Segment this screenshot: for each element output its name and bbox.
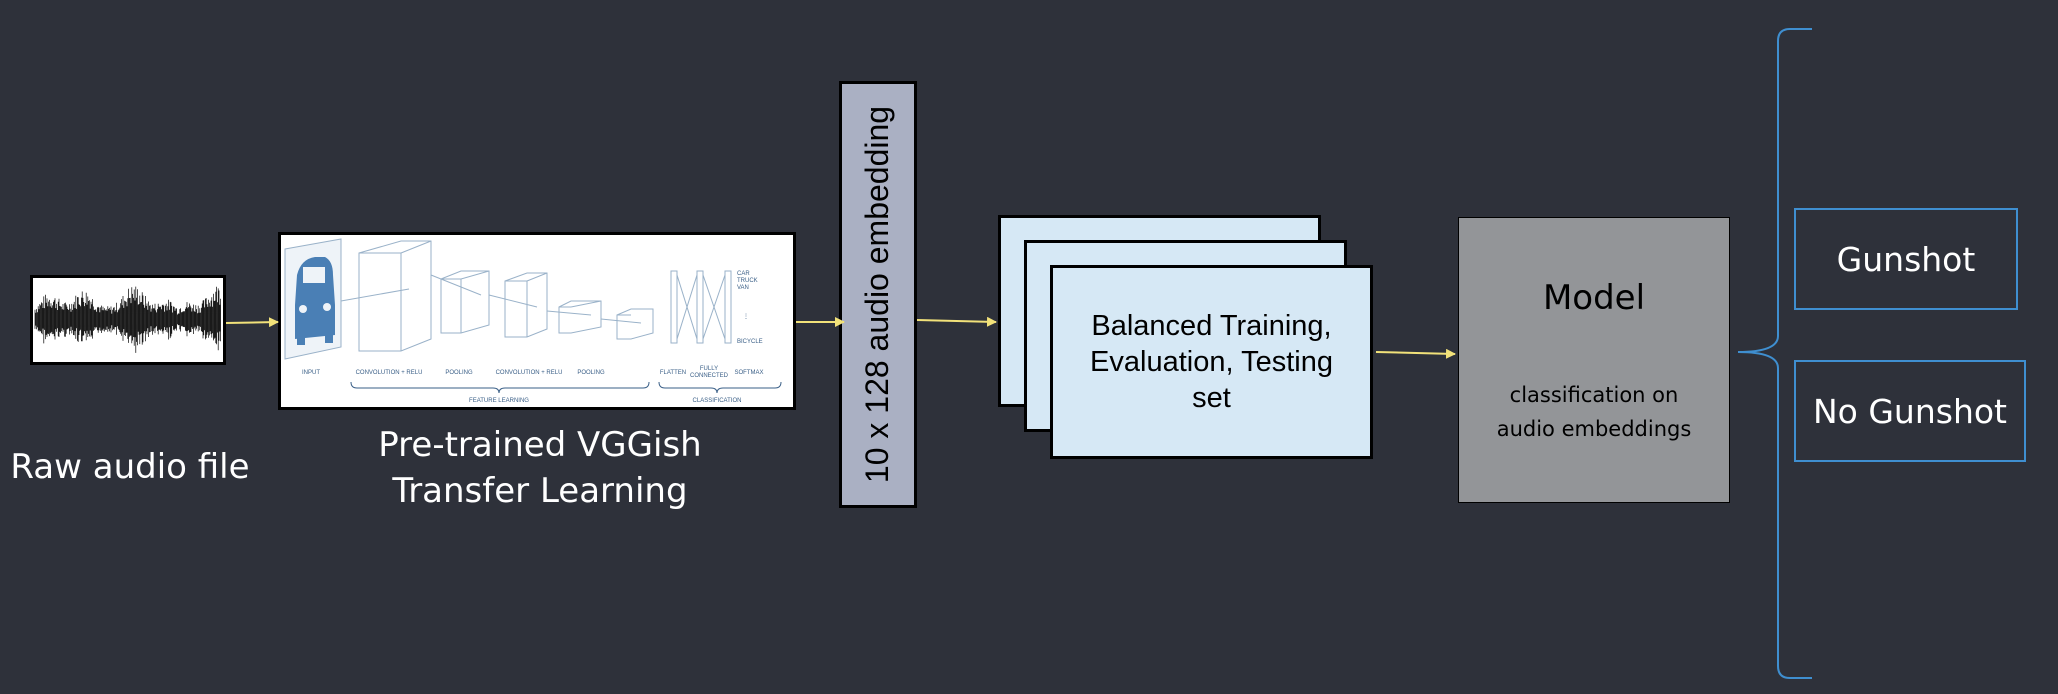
arrow-icon — [225, 316, 1456, 359]
vggish-cnn-diagram: CAR TRUCK VAN ⋮ BICYCLE INPUT CONVOLUTIO… — [278, 232, 796, 410]
output-no-gunshot: No Gunshot — [1794, 360, 2026, 462]
model-subtitle-line1: classification on — [1509, 383, 1679, 407]
curly-brace-icon — [1737, 28, 1812, 679]
model-subtitle-line2: audio embeddings — [1496, 417, 1692, 441]
cnn-softmax-label: SOFTMAX — [734, 370, 763, 376]
model-subtitle: classification on audio embeddings — [1459, 378, 1729, 446]
class-label-ellipsis: ⋮ — [743, 314, 749, 320]
vggish-label: Pre-trained VGGish Transfer Learning — [330, 422, 750, 514]
dataset-label-line3: set — [1192, 382, 1231, 414]
cnn-classification-label: CLASSIFICATION — [693, 398, 742, 404]
waveform-trace — [34, 286, 221, 353]
cnn-fc-label-2: CONNECTED — [690, 373, 729, 379]
arrow-dataset-to-model — [1375, 348, 1456, 359]
class-label-car: CAR — [737, 271, 750, 277]
raw-audio-label: Raw audio file — [10, 447, 250, 487]
vggish-label-line1: Pre-trained VGGish — [378, 425, 702, 465]
cnn-flatten-label: FLATTEN — [660, 370, 686, 376]
arrow-embedding-to-dataset — [916, 316, 997, 327]
cnn-conv2-label: CONVOLUTION + RELU — [496, 370, 563, 376]
cnn-feature-learning-label: FEATURE LEARNING — [469, 398, 529, 404]
cnn-fc-label-1: FULLY — [700, 366, 718, 372]
raw-audio-waveform — [30, 275, 226, 365]
class-label-truck: TRUCK — [737, 278, 758, 284]
cnn-pool1-label: POOLING — [445, 370, 473, 376]
dataset-card-front: Balanced Training, Evaluation, Testing s… — [1050, 265, 1373, 459]
cnn-pool2-label: POOLING — [577, 370, 605, 376]
cnn-input-label: INPUT — [302, 370, 320, 376]
dataset-label: Balanced Training, Evaluation, Testing s… — [1090, 308, 1333, 416]
vggish-label-line2: Transfer Learning — [392, 471, 688, 511]
arrow-wave-to-cnn — [225, 317, 279, 328]
cnn-conv1-label: CONVOLUTION + RELU — [356, 370, 423, 376]
model-title: Model — [1542, 278, 1646, 318]
cnn-diagram-icon: CAR TRUCK VAN ⋮ BICYCLE INPUT CONVOLUTIO… — [284, 238, 782, 404]
dataset-label-line2: Evaluation, Testing — [1090, 346, 1333, 378]
model-box: Model classification on audio embeddings — [1458, 217, 1730, 503]
class-label-van: VAN — [737, 285, 749, 291]
audio-embedding-bar: 10 x 128 audio embedding — [839, 81, 917, 508]
waveform-icon — [34, 286, 221, 353]
output-gunshot: Gunshot — [1794, 208, 2018, 310]
dataset-label-line1: Balanced Training, — [1091, 310, 1332, 342]
class-label-bicycle: BICYCLE — [737, 339, 763, 345]
car-icon — [284, 238, 342, 360]
